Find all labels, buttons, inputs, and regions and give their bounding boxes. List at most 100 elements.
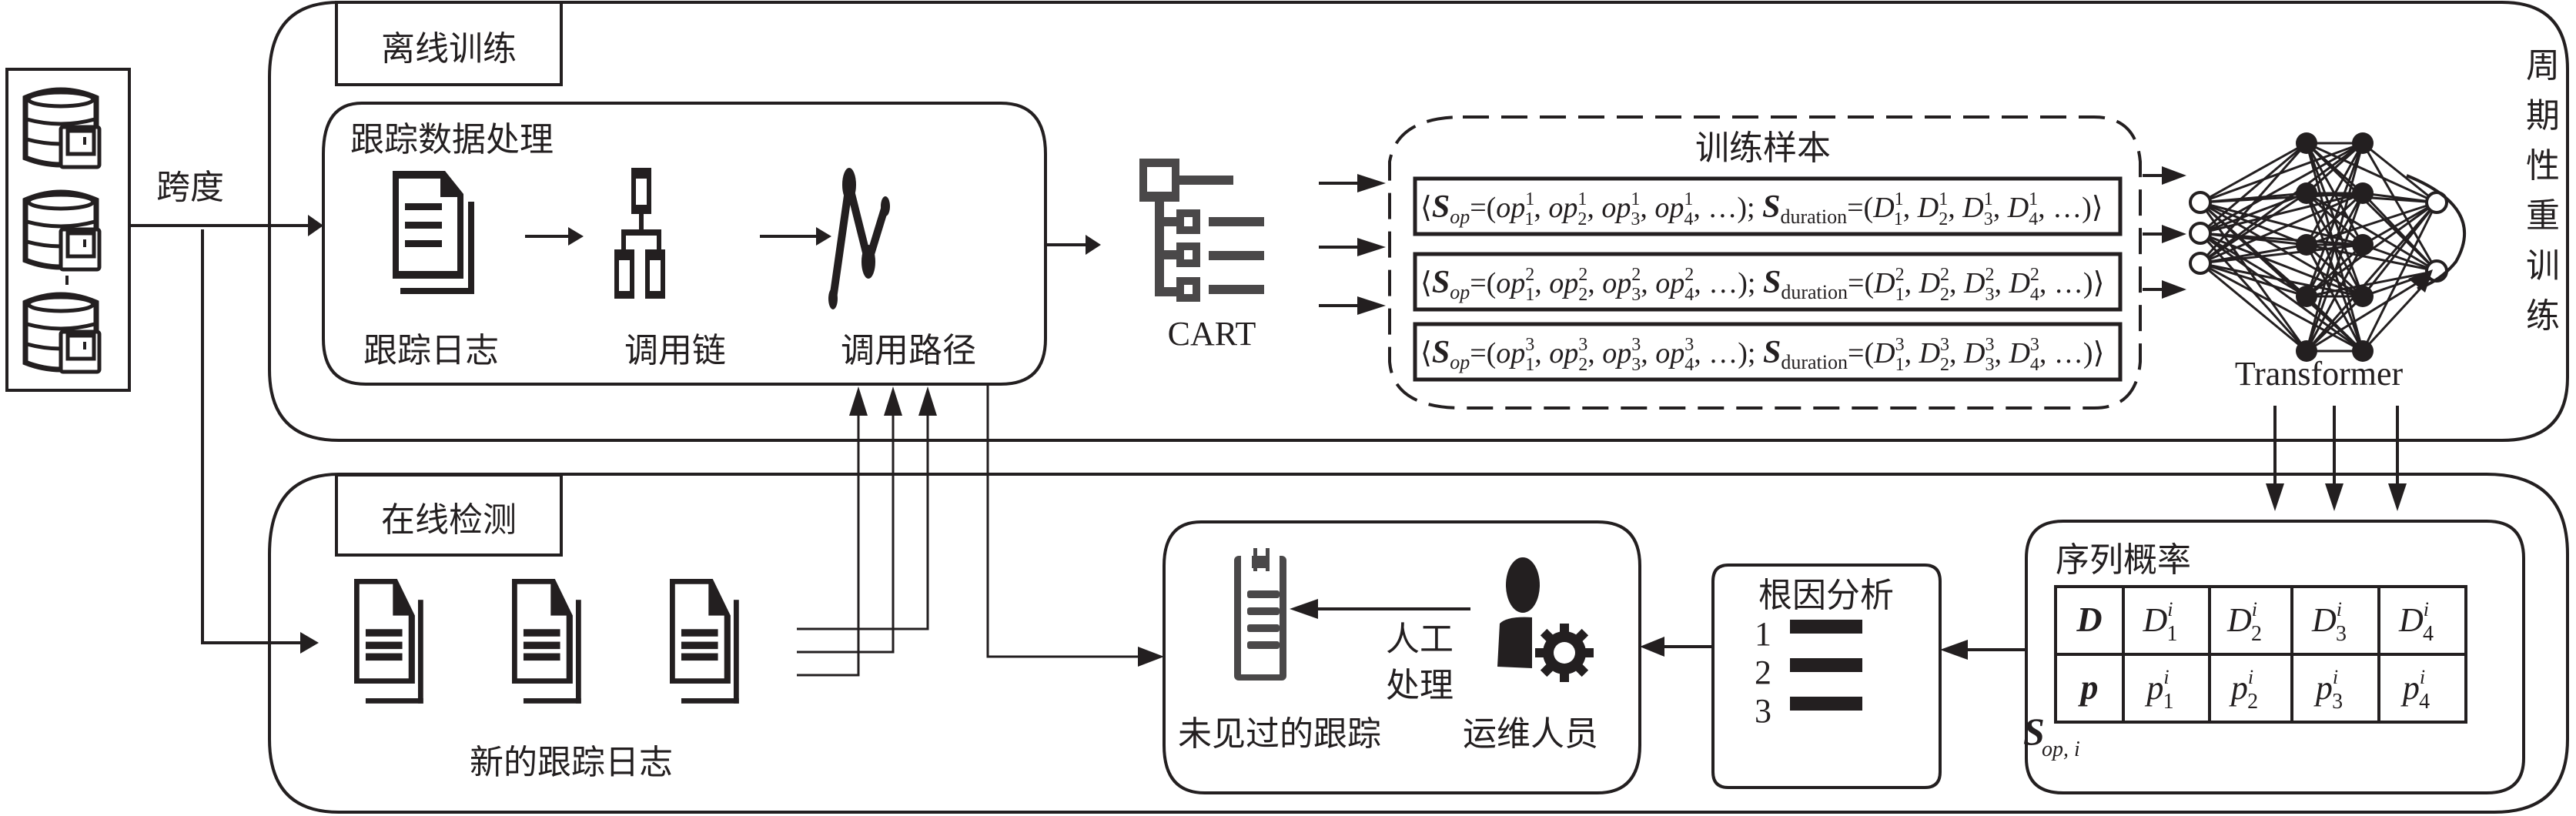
online-title-box	[335, 473, 563, 557]
network-edge	[2200, 262, 2307, 298]
network-edge	[2200, 201, 2364, 246]
network-edge	[2361, 202, 2438, 352]
network-edge	[2362, 142, 2437, 204]
span-arrowhead	[308, 215, 323, 236]
network-hidden-node	[2296, 340, 2317, 362]
unseen-trace-panel	[1163, 520, 1641, 794]
network-hidden-node	[2352, 286, 2374, 307]
retrain-label-char: 周	[2526, 46, 2560, 85]
rca-rank-bar	[1790, 697, 1862, 711]
network-edge	[2200, 192, 2307, 235]
cart-label: CART	[1168, 315, 1256, 353]
transformer-to-seqprob-arrows	[2266, 406, 2407, 511]
manual-label-line1: 人工	[1386, 620, 1454, 659]
network-edge	[2200, 142, 2307, 204]
network-hidden-node	[2352, 132, 2374, 154]
root-cause-analysis-panel	[1711, 564, 1942, 789]
network-hidden-node	[2296, 234, 2317, 256]
offline-title-box	[335, 1, 563, 86]
network-hidden-node	[2352, 182, 2374, 204]
retrain-curve-arrow	[2406, 174, 2467, 290]
network-edge	[2305, 142, 2364, 297]
new-trace-document-icon	[670, 579, 739, 704]
callpath-to-unseen-arrowhead	[1138, 647, 1164, 667]
network-edge	[2305, 202, 2438, 352]
table-row-header: D	[2076, 600, 2102, 639]
network-edge	[2305, 192, 2364, 352]
network-edge	[2362, 243, 2437, 273]
network-input-node	[2189, 222, 2212, 245]
database-icon	[22, 292, 102, 374]
database-icon	[22, 87, 102, 169]
network-edge	[2200, 262, 2364, 353]
network-edge	[2200, 262, 2307, 353]
database-group	[5, 68, 131, 392]
span-branch-line	[201, 229, 300, 644]
network-edge	[2306, 142, 2364, 195]
offline-training-panel	[268, 1, 2569, 442]
network-edge	[2306, 243, 2437, 273]
cart-tree-icon	[1139, 159, 1264, 302]
trace-processing-panel	[322, 102, 1047, 386]
sequence-probability-panel	[2025, 520, 2525, 794]
network-edge	[2361, 192, 2438, 273]
step-label-call-path: 调用路径	[841, 331, 976, 370]
samples-to-transformer-arrows	[2143, 166, 2186, 299]
callpath-to-unseen-line	[986, 384, 1143, 658]
network-edge	[2361, 202, 2438, 297]
online-arrowhead	[300, 632, 319, 654]
unseen-trace-label: 未见过的跟踪	[1178, 714, 1381, 754]
trace-processing-title: 跟踪数据处理	[350, 120, 554, 159]
rca-rank-number: 1	[1755, 615, 1771, 653]
network-edge	[2200, 232, 2364, 353]
network-edge	[2362, 201, 2437, 246]
network-edge	[2306, 269, 2437, 353]
online-title: 在线检测	[381, 500, 517, 540]
span-label: 跨度	[156, 168, 224, 207]
network-edge	[2200, 192, 2364, 235]
database-icon	[22, 189, 102, 272]
operator-gear-icon	[1497, 557, 1594, 682]
network-edge	[2200, 142, 2364, 235]
retrain-label-char: 性	[2526, 146, 2560, 186]
training-samples-panel	[1388, 115, 2142, 410]
network-edge	[2200, 142, 2364, 265]
manual-arrowhead	[1290, 599, 1318, 619]
network-input-node	[2189, 252, 2212, 275]
network-hidden-node	[2296, 182, 2317, 204]
rca-rank-number: 2	[1755, 654, 1771, 691]
rca-ranked-list: 123	[1755, 615, 1862, 730]
seqprob-title: 序列概率	[2056, 540, 2191, 580]
rca-rank-number: 3	[1755, 692, 1771, 730]
offline-title: 离线训练	[381, 29, 517, 69]
hierarchy-icon	[614, 168, 665, 299]
rca-rank-bar	[1790, 658, 1862, 672]
retrain-label-char: 期	[2526, 96, 2560, 135]
cart-to-samples-arrows	[1319, 174, 1386, 315]
retrain-label-char: 重	[2526, 196, 2560, 236]
training-samples-title: 训练样本	[1695, 129, 1831, 168]
database-ellipsis	[65, 276, 69, 285]
network-edge	[2306, 192, 2437, 273]
seqprob-footer-s: S	[2023, 710, 2045, 753]
step-label-call-chain: 调用链	[624, 331, 726, 370]
retrain-label-char: 训	[2526, 246, 2560, 286]
network-edge	[2306, 142, 2437, 204]
transformer-network-icon	[2189, 132, 2448, 362]
rca-rank-bar	[1790, 620, 1862, 634]
document-icon	[393, 171, 474, 294]
